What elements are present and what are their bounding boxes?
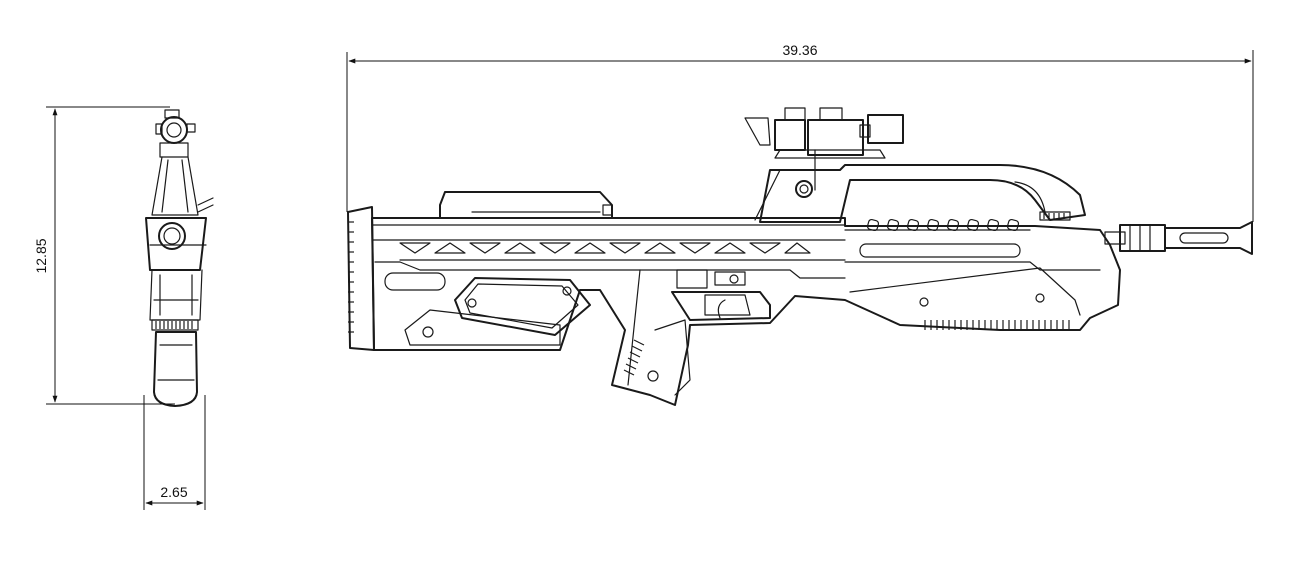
vent-triangles <box>399 242 811 254</box>
side-view <box>347 107 1253 406</box>
handguard-vents <box>866 218 1020 232</box>
front-view <box>145 109 214 407</box>
charging-handle-texture <box>1043 213 1065 219</box>
front-grip-texture <box>155 321 193 329</box>
width-dimension: 2.65 <box>143 395 206 510</box>
grip-texture <box>623 339 645 376</box>
height-label: 12.85 <box>33 238 49 273</box>
length-label: 39.36 <box>782 42 817 58</box>
height-dimension: 12.85 <box>33 106 175 405</box>
width-label: 2.65 <box>160 484 187 500</box>
butt-pad-texture <box>348 221 354 333</box>
handguard-texture <box>924 320 1070 330</box>
length-dimension: 39.36 <box>346 42 1254 222</box>
